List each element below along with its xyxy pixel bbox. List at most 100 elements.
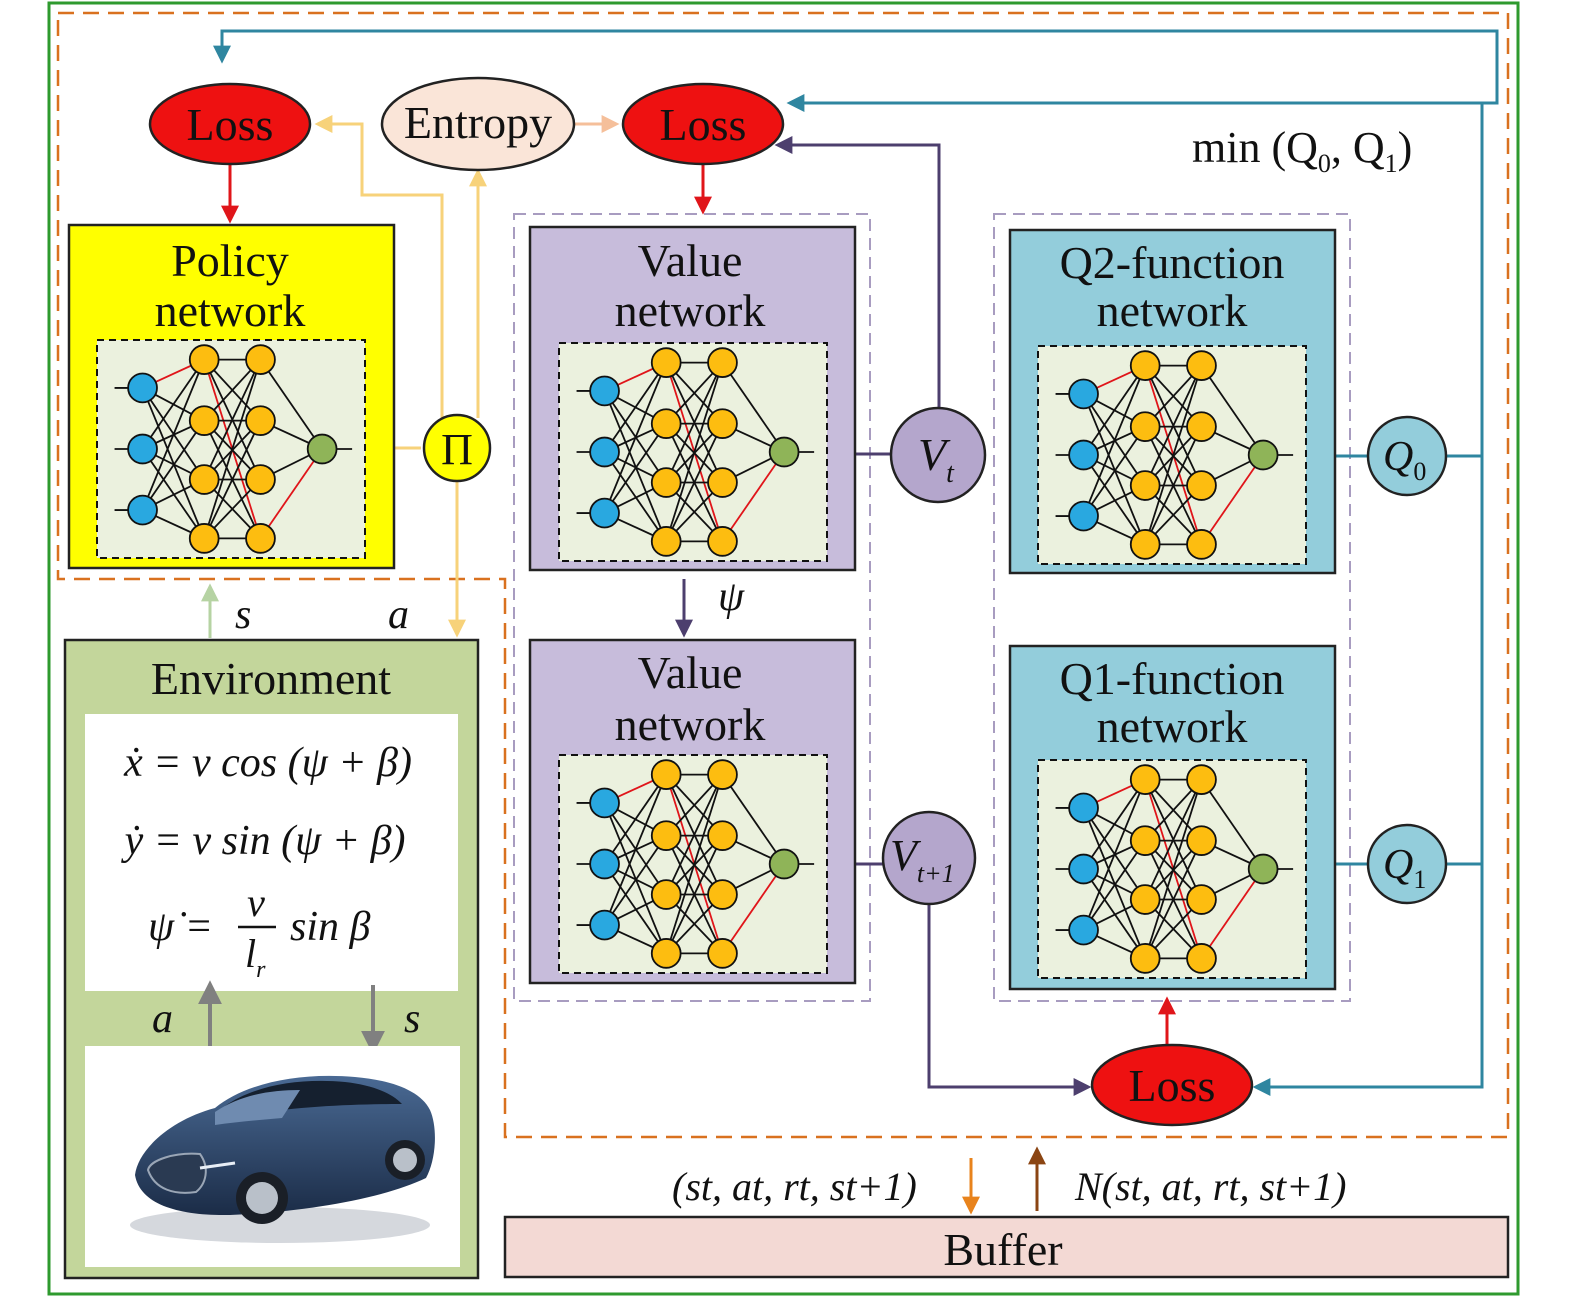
- hidden-neuron: [650, 347, 682, 378]
- value-loss-label: Loss: [660, 99, 747, 150]
- hidden-neuron: [1186, 764, 1217, 795]
- hidden-neuron: [650, 879, 682, 910]
- input-neuron: [1068, 792, 1099, 824]
- pi-label: Π: [441, 425, 473, 474]
- hidden-neuron: [1186, 943, 1217, 974]
- q1-title-line1: Q1-function: [1060, 653, 1285, 704]
- hidden-neuron: [1129, 825, 1161, 856]
- equation-psi: ψ̇ = v lr sin β: [148, 880, 371, 983]
- policy-network-box: Policy network: [67, 223, 396, 570]
- transition-tuple-label: (st, at, rt, st+1): [672, 1164, 917, 1209]
- vt-label: Vt: [918, 429, 955, 489]
- input-neuron: [1068, 500, 1099, 532]
- replay-buffer-box: Buffer: [503, 1215, 1510, 1279]
- q2-title-line1: Q2-function: [1060, 237, 1285, 288]
- hidden-neuron: [650, 408, 682, 439]
- policy-neural-network-icon: [96, 339, 366, 559]
- hidden-neuron: [650, 526, 682, 557]
- hidden-neuron: [1186, 411, 1217, 442]
- output-neuron: [1247, 853, 1279, 885]
- output-neuron: [768, 848, 800, 880]
- q0-label: Q0: [1383, 434, 1426, 486]
- q1-network-box: Q1-function network: [1008, 644, 1337, 991]
- target-value-title-line2: network: [615, 699, 766, 750]
- target-value-title-line1: Value: [638, 647, 743, 698]
- state-label-top: s: [235, 592, 251, 638]
- q1-node: Q1: [1366, 823, 1448, 905]
- vt1-label: Vt+1: [890, 831, 955, 888]
- target-value-network-box: Value network: [528, 638, 857, 985]
- vt-node: Vt: [889, 406, 987, 504]
- buffer-label: Buffer: [943, 1224, 1062, 1275]
- policy-title-line1: Policy: [171, 235, 289, 286]
- hidden-neuron: [188, 405, 220, 436]
- hidden-neuron: [1129, 529, 1161, 560]
- value-group-border: [513, 213, 871, 1002]
- hidden-neuron: [245, 464, 276, 495]
- policy-title-line2: network: [155, 285, 306, 336]
- input-neuron: [127, 372, 158, 404]
- sampled-batch-label: N(st, at, rt, st+1): [1074, 1164, 1346, 1209]
- value-network-box: Value network: [528, 225, 857, 572]
- hidden-neuron: [245, 405, 276, 436]
- hidden-neuron: [650, 820, 682, 851]
- min-q-label: min (Q0, Q1): [1192, 123, 1412, 178]
- vt1-node: Vt+1: [881, 810, 977, 906]
- hidden-neuron: [1129, 884, 1161, 915]
- environment-box: Environment ẋ = v cos (ψ + β) ẏ = v sin …: [63, 638, 480, 1280]
- output-neuron: [1247, 439, 1279, 471]
- q-loss-node: Loss: [1090, 1043, 1254, 1127]
- equation-psi-denominator: lr: [245, 931, 266, 983]
- policy-loss-node: Loss: [148, 82, 312, 166]
- input-neuron: [1068, 853, 1099, 885]
- outer-frame: [47, 1, 1520, 1296]
- hidden-neuron: [650, 938, 682, 969]
- min-q-feedback-lines: [213, 29, 1499, 1096]
- input-neuron: [589, 436, 620, 468]
- q1-label: Q1: [1383, 842, 1426, 894]
- entropy-label: Entropy: [404, 97, 552, 148]
- hidden-neuron: [1129, 411, 1161, 442]
- input-neuron: [589, 375, 620, 407]
- environment-title: Environment: [151, 653, 391, 704]
- psi-label: ψ: [718, 574, 745, 620]
- hidden-neuron: [707, 526, 738, 557]
- hidden-neuron: [188, 523, 220, 554]
- hidden-neuron: [1186, 529, 1217, 560]
- action-label-bottom: a: [152, 996, 173, 1042]
- input-neuron: [589, 787, 620, 819]
- hidden-neuron: [1186, 470, 1217, 501]
- hidden-neuron: [1129, 943, 1161, 974]
- hidden-neuron: [707, 759, 738, 790]
- hidden-neuron: [707, 820, 738, 851]
- state-label-bottom: s: [404, 996, 420, 1042]
- policy-lines: [314, 115, 487, 638]
- q2-title-line2: network: [1097, 285, 1248, 336]
- equation-y: ẏ = v sin (ψ + β): [121, 818, 406, 864]
- hidden-neuron: [1186, 350, 1217, 381]
- value-title-line1: Value: [638, 235, 743, 286]
- q1-neural-network-icon: [1037, 759, 1307, 979]
- hidden-neuron: [1129, 764, 1161, 795]
- training-region-border: [56, 11, 1510, 1139]
- output-neuron: [768, 436, 800, 468]
- input-neuron: [589, 497, 620, 529]
- hidden-neuron: [1186, 825, 1217, 856]
- equation-psi-numerator: v: [247, 880, 265, 925]
- hidden-neuron: [650, 759, 682, 790]
- q2-neural-network-icon: [1037, 345, 1307, 565]
- input-neuron: [589, 909, 620, 941]
- q1-title-line2: network: [1097, 701, 1248, 752]
- q-loss-label: Loss: [1129, 1060, 1216, 1111]
- input-neuron: [1068, 914, 1099, 946]
- hidden-neuron: [1186, 884, 1217, 915]
- input-neuron: [127, 433, 158, 465]
- dynamics-equation-panel: [85, 714, 458, 991]
- input-neuron: [589, 848, 620, 880]
- q0-node: Q0: [1366, 415, 1448, 497]
- hidden-neuron: [245, 523, 276, 554]
- q2-network-box: Q2-function network: [1008, 228, 1337, 575]
- value-loss-node: Loss: [621, 82, 785, 166]
